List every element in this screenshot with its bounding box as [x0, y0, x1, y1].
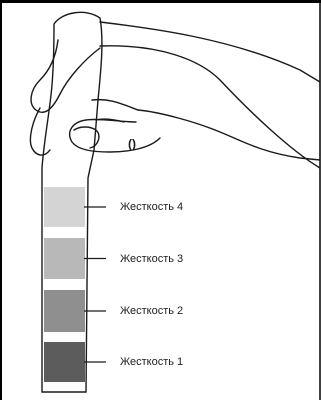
hardness-pad-4: [44, 187, 85, 227]
hardness-label-4: Жесткость 4: [120, 201, 183, 213]
hardness-pad-2: [44, 290, 85, 332]
hardness-label-1: Жесткость 1: [120, 356, 183, 368]
hardness-label-3: Жесткость 3: [120, 253, 183, 265]
hardness-pad-3: [44, 238, 85, 279]
hardness-label-2: Жесткость 2: [120, 305, 183, 317]
thumb-mark: (): [128, 137, 136, 151]
hardness-pad-1: [44, 342, 85, 382]
